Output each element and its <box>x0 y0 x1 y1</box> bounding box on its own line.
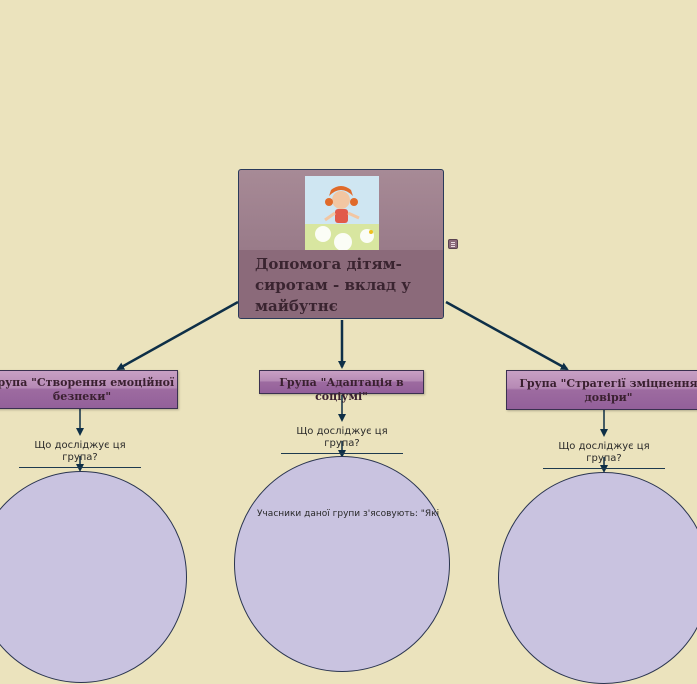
group-title: Група "Адаптація в соціумі" <box>279 376 404 403</box>
connector-lines <box>76 300 608 473</box>
question-label[interactable]: Що досліджує ця група? <box>281 426 403 454</box>
group-title: Група "Стратегії зміцнення довіри" <box>519 377 697 404</box>
answer-bubble[interactable]: Учасники даної групи з'ясовують: "Які <box>234 456 450 672</box>
group-node-emotional-safety[interactable]: Група "Створення емоційної безпеки" <box>0 370 178 409</box>
group-node-social-adaptation[interactable]: Група "Адаптація в соціумі" <box>259 370 424 403</box>
group-title: Група "Створення емоційної безпеки" <box>0 376 175 403</box>
bubble-text: Учасники даної групи з'ясовують: "Які <box>257 509 440 519</box>
group-node-trust-strategies[interactable]: Група "Стратегії зміцнення довіри" <box>506 370 697 410</box>
central-topic-title: Допомога дітям-сиротам - вклад у майбутн… <box>255 255 411 315</box>
connector-central-left <box>116 300 239 371</box>
connector-central-right <box>445 300 569 371</box>
central-topic-node[interactable]: Допомога дітям-сиротам - вклад у майбутн… <box>238 169 444 319</box>
question-label[interactable]: Що досліджує ця група? <box>19 440 141 468</box>
menu-icon[interactable] <box>448 239 458 249</box>
question-label[interactable]: Що досліджує ця група? <box>543 441 665 469</box>
child-dandelion-picture <box>305 176 379 250</box>
answer-bubble[interactable] <box>498 472 697 684</box>
central-topic-band <box>239 250 443 318</box>
